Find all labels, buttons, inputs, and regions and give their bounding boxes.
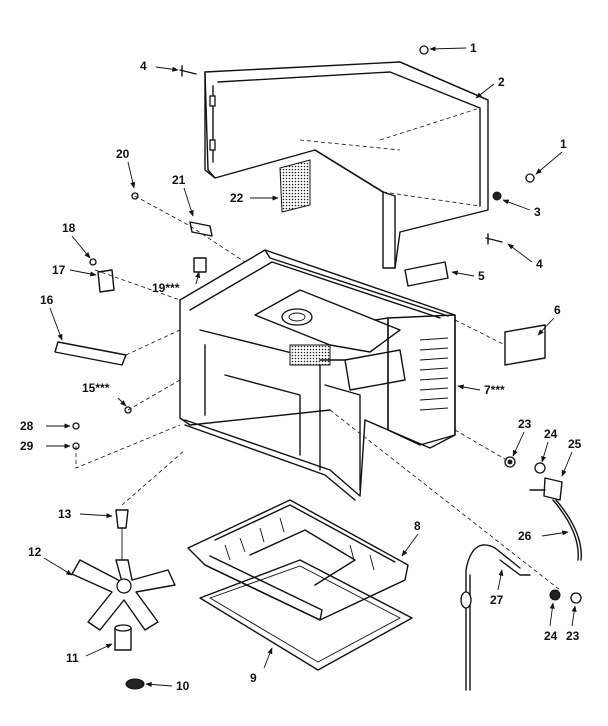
callout-15: 15*** xyxy=(82,381,110,395)
callout-21: 21 xyxy=(172,173,186,187)
callout-5: 5 xyxy=(478,269,485,283)
strip-5 xyxy=(404,261,449,287)
left-small-parts xyxy=(54,192,246,469)
screw-1-right xyxy=(525,173,535,183)
screw-28 xyxy=(72,422,80,430)
label-plate-22 xyxy=(279,159,311,213)
callout-4-left: 4 xyxy=(140,59,147,73)
callout-7: 7*** xyxy=(484,383,505,397)
callout-16: 16 xyxy=(40,293,54,307)
callout-25: 25 xyxy=(568,437,582,451)
turntable-drive-assembly xyxy=(71,449,186,690)
glass-tray-9 xyxy=(199,559,413,671)
callout-20: 20 xyxy=(116,147,130,161)
callout-27: 27 xyxy=(490,593,504,607)
callout-22: 22 xyxy=(230,191,244,205)
screw-4-left xyxy=(179,65,197,77)
callout-24-top: 24 xyxy=(544,427,558,441)
callout-2: 2 xyxy=(498,75,505,89)
nut-24-bottom xyxy=(549,589,561,601)
callout-1-right: 1 xyxy=(560,137,567,151)
callout-18: 18 xyxy=(62,221,76,235)
callout-26: 26 xyxy=(518,529,532,543)
right-small-parts xyxy=(404,261,546,366)
callout-9: 9 xyxy=(250,671,257,685)
bracket-19 xyxy=(193,257,207,273)
cord-26 xyxy=(552,499,579,561)
filter-16 xyxy=(54,341,127,366)
callout-3: 3 xyxy=(534,205,541,219)
foot-10 xyxy=(125,678,145,690)
callout-10: 10 xyxy=(176,679,190,693)
screw-18 xyxy=(89,258,97,266)
plate-6 xyxy=(504,324,546,366)
base-plate-8 xyxy=(187,499,409,621)
callout-17: 17 xyxy=(52,263,66,277)
probe-and-cord-parts xyxy=(329,409,582,691)
callout-11: 11 xyxy=(66,651,79,665)
callout-12: 12 xyxy=(28,545,42,559)
callout-23-top: 23 xyxy=(518,417,532,431)
callout-leaders xyxy=(43,46,577,687)
callout-labels: 1 2 4 1 20 21 22 3 4 18 17 19*** 5 16 6 … xyxy=(20,41,582,693)
callout-1-top: 1 xyxy=(470,41,477,55)
callout-23-bottom: 23 xyxy=(566,629,580,643)
jack-25 xyxy=(543,477,563,501)
stirrer-cover xyxy=(281,308,313,326)
washer-3 xyxy=(492,191,502,201)
callout-29: 29 xyxy=(20,439,34,453)
callout-28: 28 xyxy=(20,419,34,433)
washer-23-bottom xyxy=(570,592,582,604)
outer-cabinet-wrapper xyxy=(204,61,489,269)
callout-19: 19*** xyxy=(152,281,180,295)
callout-8: 8 xyxy=(414,519,421,533)
temperature-probe-27 xyxy=(465,544,521,691)
callout-4-right: 4 xyxy=(536,257,543,271)
lamp-socket-17 xyxy=(97,269,115,293)
callout-13: 13 xyxy=(58,507,72,521)
coupler-13 xyxy=(115,509,129,529)
roller-guide-12 xyxy=(71,559,176,631)
cabinet-screws xyxy=(179,45,535,245)
nut-24-top xyxy=(534,462,546,474)
clip-21 xyxy=(189,221,213,237)
callout-6: 6 xyxy=(554,303,561,317)
oven-cavity-chassis xyxy=(179,249,456,501)
screw-4-right xyxy=(485,233,503,245)
callout-24-bottom: 24 xyxy=(544,629,558,643)
screw-1-top xyxy=(419,45,429,55)
base-tray-assembly xyxy=(187,499,413,671)
